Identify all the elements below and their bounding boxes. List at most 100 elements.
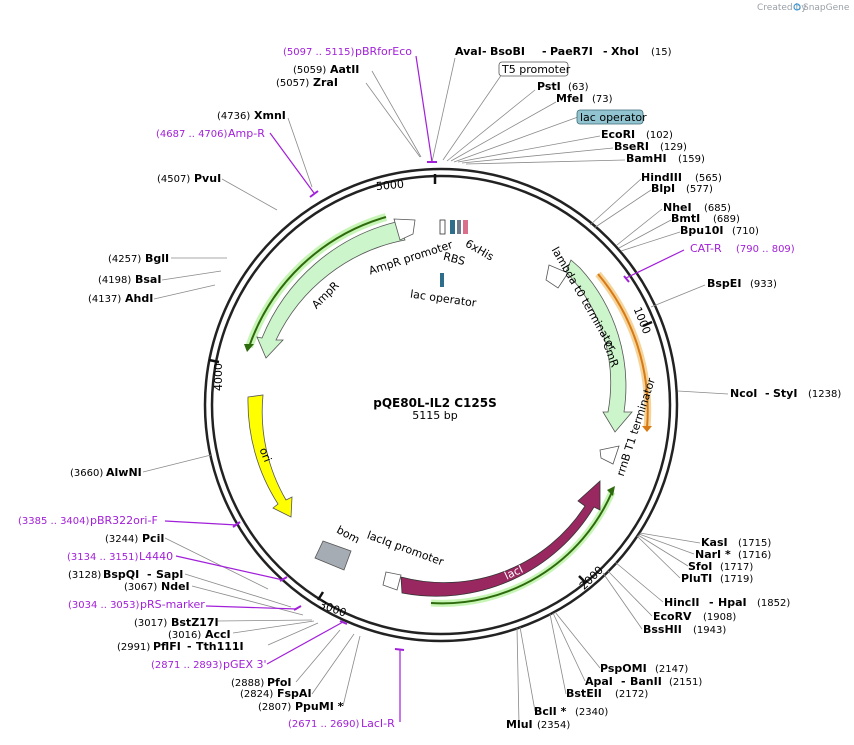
primer-mark-l4440: [279, 576, 288, 582]
lac-operator-box-label: lac operator: [580, 111, 647, 124]
site-bsteii: BstEII: [566, 687, 602, 700]
primer-ampr-range: (4687 .. 4706): [156, 129, 228, 140]
primer-mark-ampr: [309, 190, 319, 198]
site-tth111i: Tth111I: [196, 640, 244, 653]
leader-bspei: [650, 284, 706, 308]
lac-operator-feature-2: [440, 273, 444, 287]
site-mlui: MluI: [506, 718, 533, 731]
bom-label: bom: [334, 523, 362, 546]
primer-catr-range: (790 .. 809): [736, 244, 795, 255]
leader-bmti: [618, 219, 672, 249]
dash-bsobi: -: [482, 45, 487, 58]
tick-label-3000: 3000: [317, 598, 348, 620]
leader-ppumi: [342, 635, 361, 707]
leader-pflfi: [267, 622, 319, 646]
site-hincii: HincII: [664, 596, 700, 609]
laciq-promoter-arrow: [382, 571, 402, 591]
his-label: 6xHis: [463, 237, 496, 264]
site-mfei: MfeI: [556, 92, 583, 105]
dash-xhoi: -: [603, 45, 608, 58]
leader-l4440: [175, 555, 284, 581]
leader-pspomi: [554, 611, 601, 669]
dash-hpai: -: [709, 596, 714, 609]
enzyme-leader-lines: [142, 57, 729, 725]
primer-mark-pbr322: [232, 521, 241, 528]
leader-xmni: [287, 117, 313, 188]
site-bcli: BclI *: [534, 705, 567, 718]
leader-bstz17i: [216, 619, 313, 622]
tick-marks: [208, 174, 653, 601]
leader-catr: [625, 249, 685, 279]
site-bamhi: BamHI: [626, 152, 667, 165]
bom-feature: [314, 540, 352, 571]
pos-bsshii: (1943): [693, 625, 726, 636]
pos-bpu10i: (710): [732, 226, 759, 237]
site-ncoi: NcoI: [730, 387, 757, 400]
pos-alwni: (3660): [70, 468, 103, 479]
leader-pcii: [164, 537, 269, 590]
primer-l4440-range: (3134 .. 3151): [67, 552, 139, 563]
lac-operator-label: lac operator: [409, 288, 477, 310]
site-acci: AccI: [205, 628, 231, 641]
leader-nari: [638, 533, 695, 555]
pos-zrai: (5057): [276, 78, 309, 89]
leader-blpi: [593, 189, 652, 229]
leader-nhei: [616, 208, 663, 246]
laciq-promoter-label: lacIq promoter: [365, 529, 446, 569]
site-nhei: NheI: [663, 201, 692, 214]
primer-pgex-range: (2871 .. 2893): [151, 660, 223, 671]
leader-bsshii: [602, 572, 643, 630]
pos-aatii: (5059): [293, 65, 326, 76]
site-nari: NarI *: [695, 548, 731, 561]
site-xhoi: XhoI: [611, 45, 639, 58]
leader-bpu10i: [620, 231, 681, 252]
rrnb-terminator-arrow: [599, 445, 620, 465]
site-pspomi: PspOMI: [600, 662, 647, 675]
site-sapi: SapI: [156, 568, 183, 581]
tick-label-5000: 5000: [375, 178, 404, 193]
site-sfoi: SfoI: [688, 560, 712, 573]
leader-ahdi: [153, 284, 216, 300]
primer-lacir-range: (2671 .. 2690): [288, 719, 360, 730]
pos-bsteii: (2172): [615, 689, 648, 700]
pos-bcli: (2340): [575, 707, 608, 718]
pos-bsai: (4198): [98, 275, 131, 286]
site-ecorv: EcoRV: [653, 610, 692, 623]
leader-bspqi: [184, 573, 292, 608]
dash-styi: -: [765, 387, 770, 400]
leader-sfoi: [637, 534, 689, 567]
primer-mark-pgex: [339, 620, 348, 625]
pos-bmti: (689): [713, 214, 740, 225]
site-fspai: FspAI: [277, 687, 312, 700]
site-kasi: KasI: [701, 536, 728, 549]
lac-operator-box: [576, 109, 644, 125]
leader-ecorv: [606, 569, 653, 617]
site-xmni: XmnI: [254, 109, 286, 122]
site-bpu10i: Bpu10I: [680, 224, 724, 237]
rbs-label: RBS: [442, 250, 467, 268]
leader-bcli: [519, 626, 536, 712]
pos-blpi: (577): [686, 184, 713, 195]
leader-t5: [442, 73, 503, 161]
site-pvui: PvuI: [194, 172, 221, 185]
site-ahdi: AhdI: [125, 292, 153, 305]
primer-prs-range: (3034 .. 3053): [68, 600, 140, 611]
plasmid-name: pQE80L-IL2 C125S: [373, 396, 496, 410]
leader-bseri: [461, 147, 614, 164]
pos-bspei: (933): [750, 279, 777, 290]
pos-psti: (63): [568, 82, 589, 93]
primer-l4440: L4440: [139, 550, 173, 563]
leader-ampr-primer: [269, 132, 315, 194]
pos-ecori: (102): [646, 130, 673, 141]
primer-ampr: Amp-R: [228, 127, 265, 140]
leader-avai: [431, 57, 456, 163]
site-bsobi: BsoBI: [490, 45, 525, 58]
site-pcii: PciI: [142, 532, 164, 545]
leader-kasi: [639, 532, 701, 544]
credit-created-by: Created by: [757, 3, 807, 13]
site-hpai: HpaI: [718, 596, 747, 609]
site-paer7i: PaeR7I: [550, 45, 593, 58]
leader-bamhi: [465, 159, 626, 165]
primer-mark-prs: [293, 605, 302, 611]
credit-brand: SnapGene: [803, 3, 850, 13]
